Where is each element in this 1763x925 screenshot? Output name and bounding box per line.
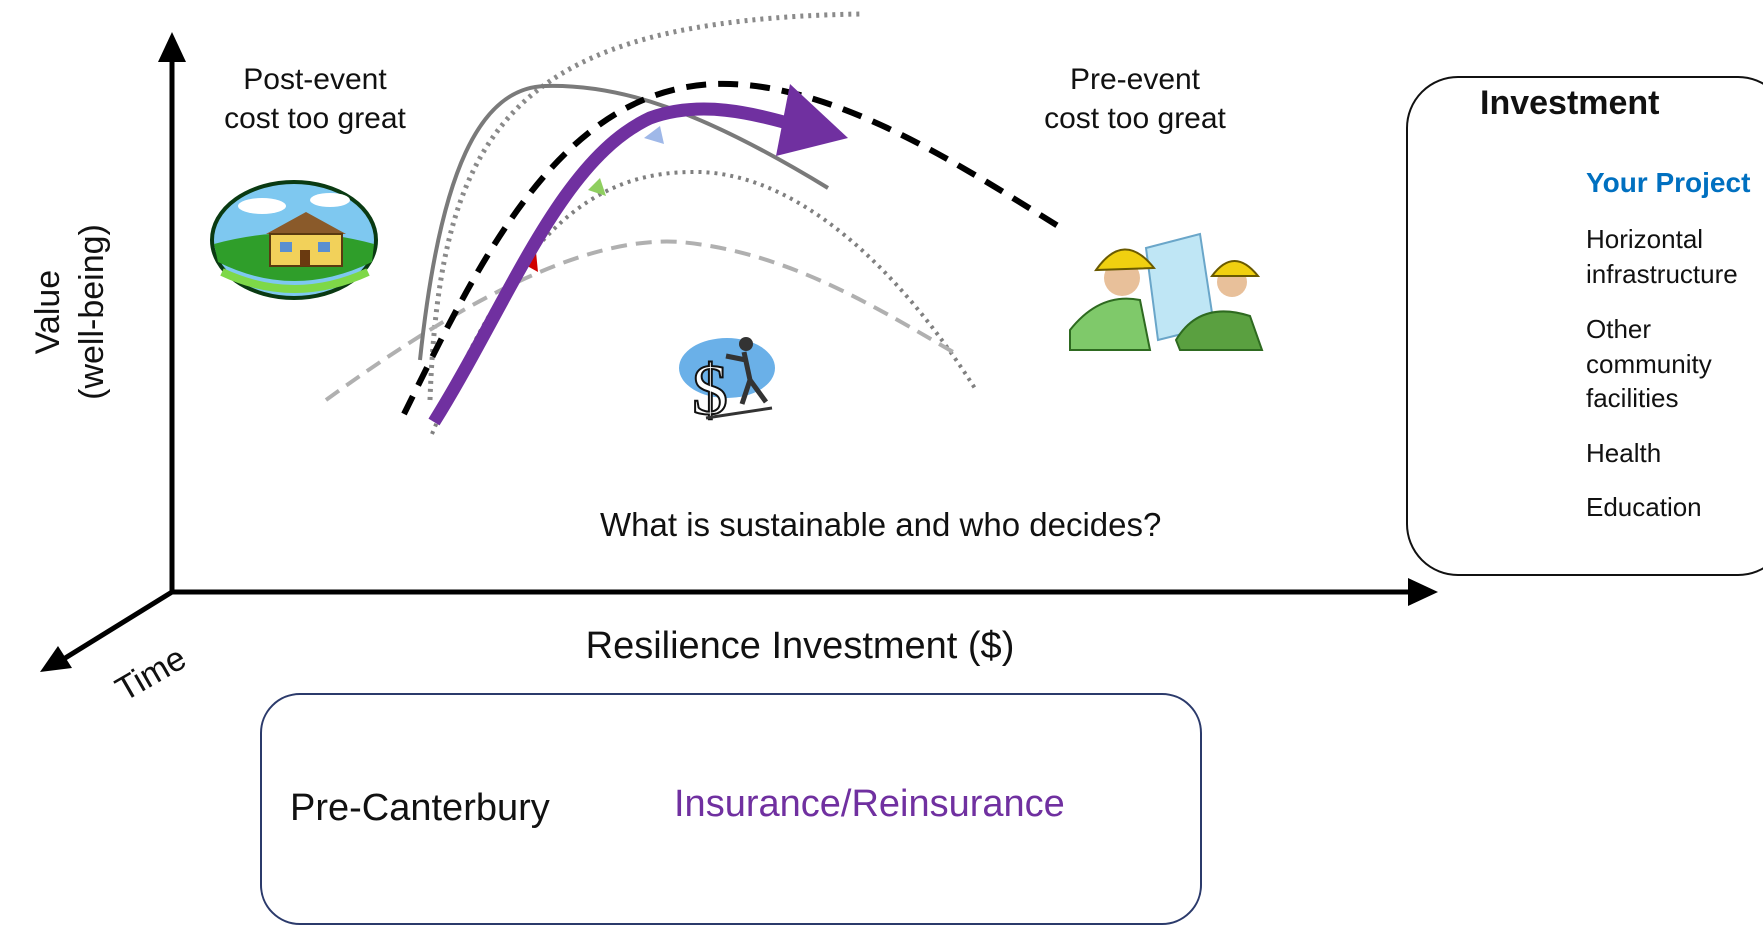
- blue-arrow-tip: [644, 126, 664, 144]
- trajectory-arrow-head: [776, 84, 848, 156]
- trajectory-arrow-shaft: [428, 102, 807, 426]
- legend-item-horizontal-infrastructure: Horizontal infrastructure: [1586, 224, 1738, 289]
- post-event-annotation: Post-event cost too great: [224, 63, 406, 135]
- time-axis-arrowhead: [40, 646, 72, 672]
- green-arrow-tip: [588, 178, 606, 196]
- curve-other-community-upper: [427, 11, 861, 401]
- y-axis-label: Value (well-being): [29, 224, 112, 400]
- curve-your-project: [401, 80, 1060, 416]
- curve-health: [324, 239, 961, 402]
- legend-item-your-project: Your Project: [1586, 167, 1751, 198]
- dollar-sign-person-icon: $: [679, 337, 775, 431]
- legend-item-other-community: Other community facilities: [1586, 314, 1712, 414]
- curve-horizontal-infrastructure: [418, 83, 830, 361]
- x-axis-arrowhead: [1408, 578, 1438, 606]
- legend-title: Investment: [1480, 84, 1660, 122]
- engineers-blueprint-icon: [1069, 232, 1264, 351]
- curve-education: [430, 169, 978, 435]
- x-axis-label: Resilience Investment ($): [585, 625, 1015, 667]
- legend-box: [1406, 76, 1763, 576]
- house-landscape-icon: [210, 180, 378, 300]
- y-axis-arrowhead: [158, 32, 186, 62]
- pre-event-annotation: Pre-event cost too great: [1044, 63, 1226, 135]
- time-axis: [60, 589, 174, 663]
- pre-canterbury-label: Pre-Canterbury: [290, 787, 550, 829]
- legend-item-health: Health: [1586, 438, 1662, 468]
- center-question: What is sustainable and who decides?: [600, 506, 1162, 543]
- legend-item-education: Education: [1586, 492, 1702, 522]
- insurance-label: Insurance/Reinsurance: [674, 783, 1065, 825]
- bottom-panel: [260, 693, 1202, 925]
